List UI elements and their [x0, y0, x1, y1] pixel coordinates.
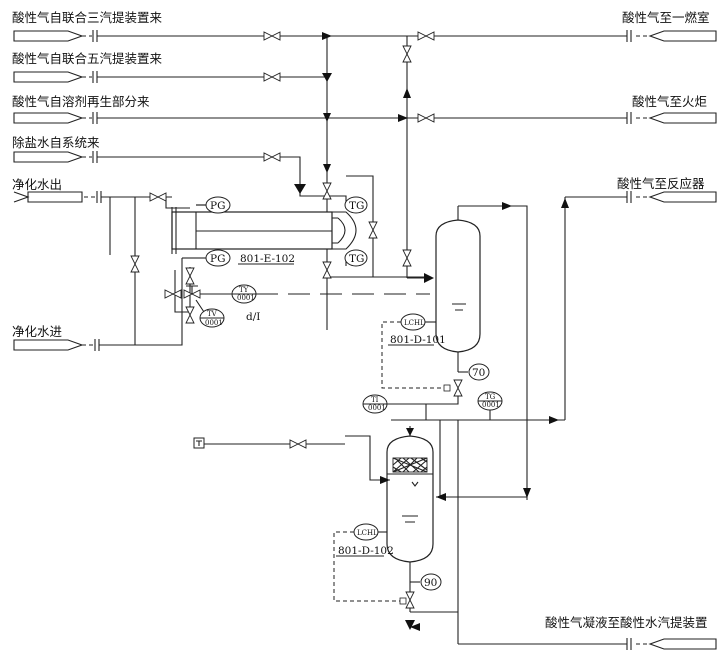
drum-801-d-101: [435, 206, 481, 372]
label-acid-gas-unit5: 酸性气自联合五汽提装置来: [12, 51, 163, 66]
instrument-lg-90: 90: [410, 573, 442, 591]
svg-text:TG: TG: [485, 393, 496, 401]
inlet-distributor: [411, 481, 419, 487]
svg-text:70: 70: [472, 367, 485, 379]
svg-text:TY: TY: [239, 286, 249, 294]
instrument-pg-2: PG: [205, 249, 231, 267]
feed-tag-mark: [196, 440, 202, 446]
svg-text:0001: 0001: [237, 294, 255, 302]
svg-text:TG: TG: [349, 253, 364, 265]
instrument-tg-2: TG: [344, 249, 368, 267]
heat-exchanger-801-e-102: [171, 207, 357, 254]
label-to-reactor: 酸性气至反应器: [617, 176, 705, 191]
label-clean-water-in: 净化水进: [12, 324, 63, 339]
label-demin-water: 除盐水自系统来: [12, 135, 100, 150]
instrument-lchl-d101: LCHL: [381, 313, 451, 392]
instrument-ti-0001: TI 0001: [362, 394, 426, 414]
instrument-lg-70: 70: [458, 363, 490, 381]
svg-text:LCHL: LCHL: [357, 529, 378, 537]
svg-text:TI: TI: [371, 396, 379, 404]
svg-text:0001: 0001: [482, 401, 500, 409]
acid-gas-piping: [97, 35, 627, 330]
label-acid-gas-unit3: 酸性气自联合三汽提装置来: [12, 10, 163, 25]
svg-text:PG: PG: [210, 253, 225, 265]
instrument-tg-0001: TG 0001: [477, 391, 503, 411]
instrument-tg-1: TG: [344, 196, 368, 214]
label-to-burner: 酸性气至一燃室: [622, 10, 710, 25]
label-to-stripper: 酸性气凝液至酸性水汽提装置: [545, 615, 708, 630]
instrument-pg-1: PG: [196, 196, 231, 214]
drum-801-d-102: [386, 426, 434, 612]
cooling-water-piping: [99, 196, 206, 346]
label-acid-gas-solvent: 酸性气自溶剂再生部分来: [12, 94, 150, 109]
label-to-flare: 酸性气至火炬: [632, 94, 707, 109]
inlet-arrow-symbols: [13, 30, 717, 650]
svg-text:90: 90: [424, 577, 437, 589]
label-clean-water-out: 净化水出: [12, 177, 62, 192]
tag-801-d-102: 801-D-102: [338, 545, 394, 557]
tag-801-d-101: 801-D-101: [390, 334, 446, 346]
svg-text:0001: 0001: [368, 404, 386, 412]
instrument-tv-0001: TV 0001: [195, 299, 225, 328]
svg-text:TG: TG: [349, 200, 364, 212]
svg-text:0001: 0001: [205, 319, 223, 327]
svg-text:TV: TV: [207, 310, 218, 318]
instrument-lchl-d102: LCHL: [333, 523, 407, 605]
converter-label: d/I: [246, 311, 260, 323]
valves: [130, 31, 463, 609]
tag-801-e-102: 801-E-102: [240, 253, 295, 265]
svg-text:LCHL: LCHL: [404, 319, 425, 327]
flow-arrows: [294, 32, 569, 631]
instrument-ty-0001: TY 0001: [200, 284, 257, 304]
svg-text:PG: PG: [210, 200, 225, 212]
